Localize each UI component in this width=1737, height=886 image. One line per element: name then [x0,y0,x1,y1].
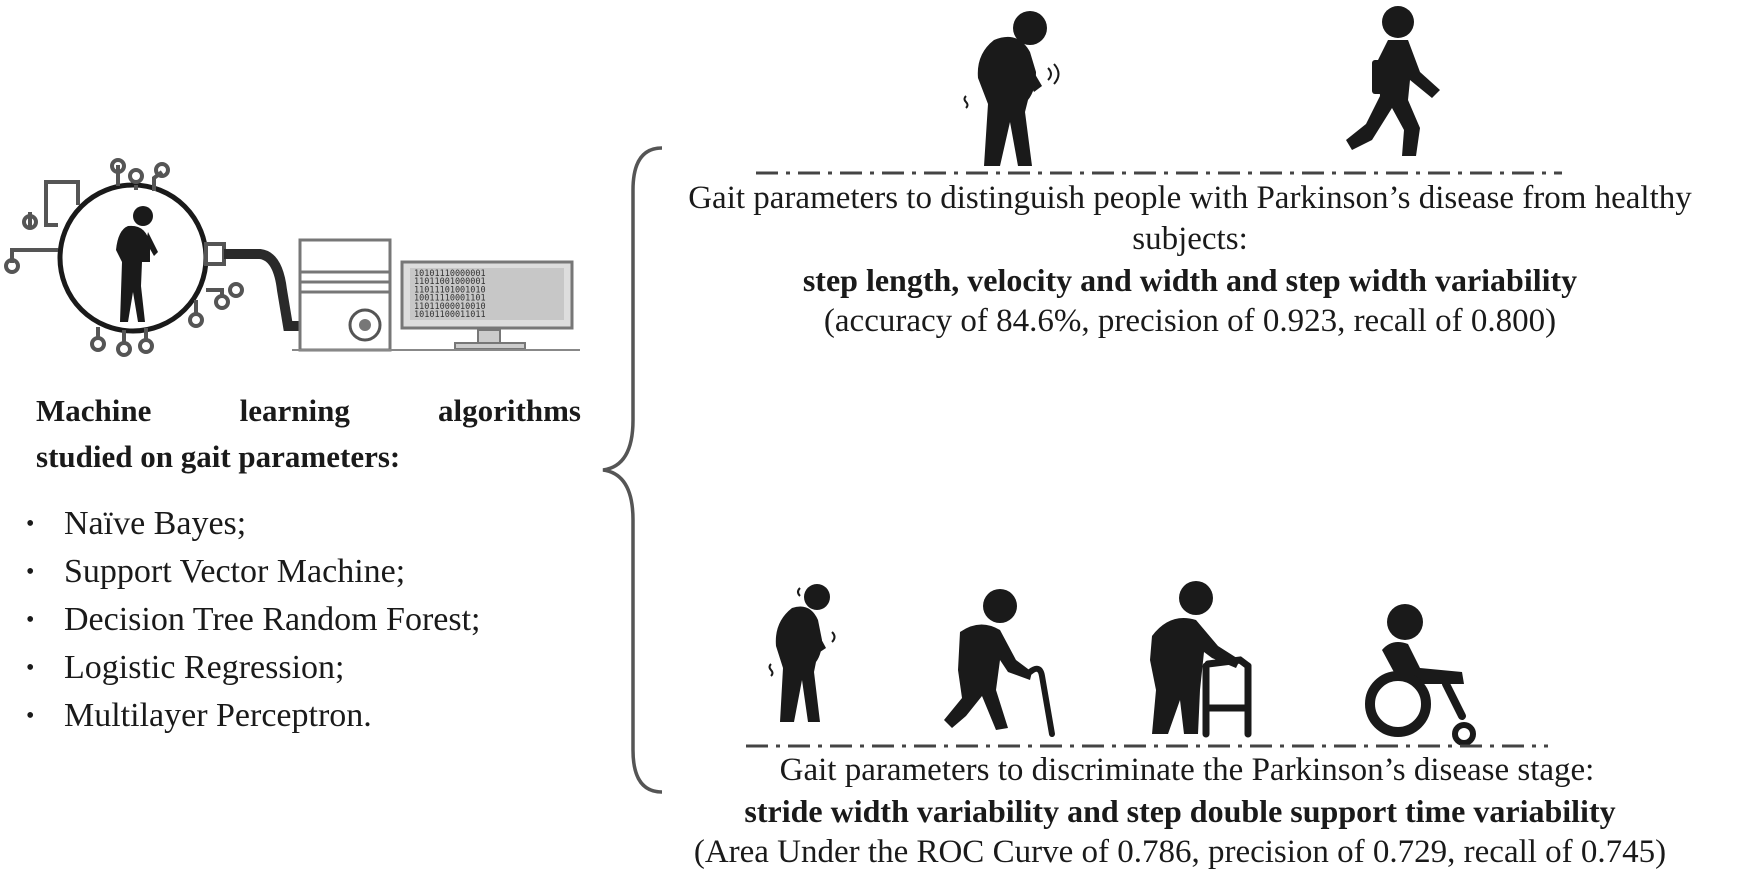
algorithm-name: Decision Tree Random Forest; [64,601,481,638]
top-ground-line [756,171,1562,175]
algorithm-list: • Naïve Bayes; • Support Vector Machine; •… [26,500,480,740]
bullet: • [26,703,35,729]
heading-word: Machine [36,393,152,428]
cane-walker-icon [944,589,1055,737]
binary-line: 10101110000001 [414,269,486,279]
bullet: • [26,655,35,681]
healthy-walker-icon [1346,6,1440,156]
top-result-text: Gait parameters to distinguish people wi… [660,178,1720,342]
top-description: Gait parameters to distinguish people wi… [688,180,1692,257]
bullet: • [26,559,35,585]
binary-line: 11011000010010 [414,302,486,312]
walking-frame-icon [1150,581,1252,738]
algorithm-name: Support Vector Machine; [64,553,406,590]
algorithm-name: Logistic Regression; [64,649,345,686]
parkinson-walker-icon [963,11,1060,166]
desktop-computer-icon: 1010111000000111011001000001110111010010… [292,238,580,352]
bottom-ground-line [746,744,1548,748]
heading-word: algorithms [438,393,581,428]
binary-line: 11011101001010 [414,285,486,295]
parkinson-walker-icon [768,584,836,722]
binary-line: 11011001000001 [414,277,486,287]
heading-line2: studied on gait parameters: [36,439,401,474]
bottom-metrics: (Area Under the ROC Curve of 0.786, prec… [693,834,1667,870]
circuit-board-icon [4,158,312,357]
binary-line: 10011110001101 [414,294,486,304]
top-metrics: (accuracy of 84.6%, precision of 0.923, … [823,303,1557,339]
algorithm-name: Naïve Bayes; [64,505,247,542]
ml-illustration: 1010111000000111011001000001110111010010… [4,158,580,357]
ml-heading: Machine learning algorithms studied on g… [36,388,581,480]
wheelchair-icon [1365,604,1476,746]
binary-screen-text: 1010111000000111011001000001110111010010… [414,269,486,320]
top-figures [963,6,1440,166]
bottom-description: Gait parameters to discriminate the Park… [779,752,1595,788]
bullet: • [26,607,35,633]
top-parameters: step length, velocity and width and step… [802,262,1578,298]
curly-brace-icon [602,146,663,794]
bottom-figures [768,581,1476,746]
list-item: • Decision Tree Random Forest; [26,596,480,644]
heading-word: learning [239,393,350,428]
bullet: • [26,511,35,537]
parkinson-figure-icon [116,206,158,322]
bottom-parameters: stride width variability and step double… [744,793,1616,829]
bottom-result-text: Gait parameters to discriminate the Park… [630,750,1730,873]
list-item: • Naïve Bayes; [26,500,480,548]
binary-line: 10101100011011 [414,310,486,320]
list-item: • Support Vector Machine; [26,548,480,596]
list-item: • Logistic Regression; [26,644,480,692]
list-item: • Multilayer Perceptron. [26,692,480,740]
algorithm-name: Multilayer Perceptron. [64,697,372,734]
